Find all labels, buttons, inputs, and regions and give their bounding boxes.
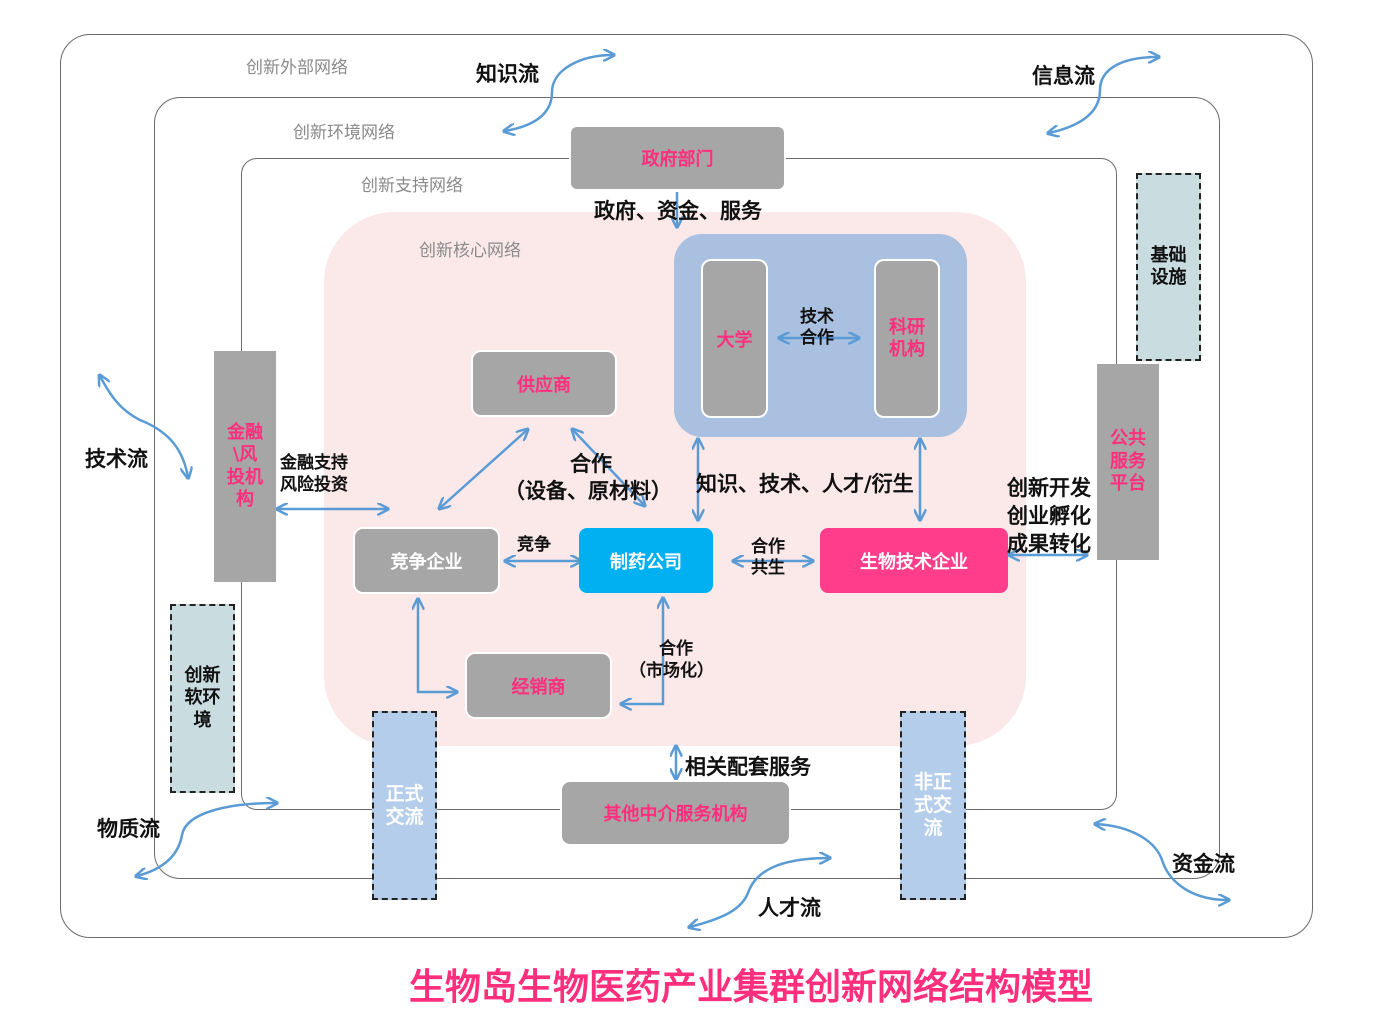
informal-exchange-box: 非正式交流 (900, 711, 966, 900)
coop-market-label-1: 合作 (659, 639, 693, 659)
support-network-label: 创新支持网络 (361, 176, 463, 196)
capital-flow-curve (1096, 824, 1228, 900)
pharma-distributor-arrow (622, 599, 663, 704)
innovation-label-3: 成果转化 (1007, 532, 1091, 556)
technology-flow-curve (100, 376, 188, 477)
pharma-box: 制药公司 (579, 528, 713, 593)
infrastructure-label: 基础设施 (1150, 244, 1187, 289)
compete-label: 竞争 (517, 535, 551, 555)
coop-symbiosis-label-1: 合作 (751, 537, 785, 557)
innovation-label-1: 创新开发 (1007, 476, 1091, 500)
coop-equipment-label-1: 合作 (570, 452, 612, 476)
formal-exchange-label: 正式交流 (385, 782, 424, 828)
competitor-distributor-arrow (418, 600, 456, 692)
research-box: 科研机构 (874, 259, 940, 418)
supplier-box: 供应商 (471, 350, 617, 417)
information-flow-curve (1049, 57, 1158, 133)
finance-label: 金融\风投机构 (227, 421, 263, 511)
finance-support-label-1: 金融支持 (280, 453, 348, 473)
competitor-box: 竞争企业 (353, 527, 500, 594)
intermediary-box: 其他中介服务机构 (560, 780, 791, 846)
infrastructure-box: 基础设施 (1136, 173, 1201, 361)
supplier-pharma-arrow (573, 430, 644, 505)
diagram-title: 生物岛生物医药产业集群创新网络结构模型 (409, 967, 1094, 1008)
biotech-box: 生物技术企业 (820, 528, 1008, 593)
coop-market-label-2: （市场化） (629, 661, 714, 681)
capital-flow-label: 资金流 (1172, 852, 1235, 876)
university-box: 大学 (701, 259, 768, 418)
research-label: 科研机构 (889, 316, 925, 360)
finance-support-label-2: 风险投资 (280, 475, 348, 495)
core-network-label: 创新核心网络 (419, 241, 521, 261)
formal-exchange-box: 正式交流 (372, 711, 437, 900)
outer-network-frame (60, 34, 1313, 938)
distributor-box: 经销商 (465, 652, 612, 719)
finance-pillar: 金融\风投机构 (214, 351, 276, 582)
talent-flow-label: 人才流 (758, 896, 821, 920)
coop-equipment-label-2: （设备、原材料） (504, 479, 672, 503)
environment-network-label: 创新环境网络 (293, 123, 395, 143)
gov-fund-label: 政府、资金、服务 (594, 199, 762, 223)
information-flow-label: 信息流 (1032, 64, 1095, 88)
outer-network-label: 创新外部网络 (246, 58, 348, 78)
talent-flow-curve (690, 858, 829, 927)
supplier-competitor-arrow (440, 430, 527, 508)
public-platform-label: 公共服务平台 (1110, 428, 1146, 495)
knowledge-tech-label: 知识、技术、人才/衍生 (696, 472, 914, 496)
soft-environment-box: 创新软环境 (170, 604, 235, 793)
material-flow-curve (137, 803, 276, 876)
coop-symbiosis-label-2: 共生 (751, 558, 785, 578)
related-services-label: 相关配套服务 (685, 755, 811, 779)
technology-flow-label: 技术流 (85, 447, 148, 471)
innovation-label-2: 创业孵化 (1007, 504, 1091, 528)
soft-environment-label: 创新软环境 (184, 664, 221, 731)
knowledge-flow-curve (505, 55, 613, 131)
informal-exchange-label: 非正式交流 (913, 771, 952, 839)
public-platform-pillar: 公共服务平台 (1097, 364, 1159, 560)
government-box: 政府部门 (569, 125, 786, 191)
tech-coop-label-1: 技术合作 (800, 307, 834, 349)
knowledge-flow-label: 知识流 (476, 62, 539, 86)
material-flow-label: 物质流 (97, 817, 160, 841)
